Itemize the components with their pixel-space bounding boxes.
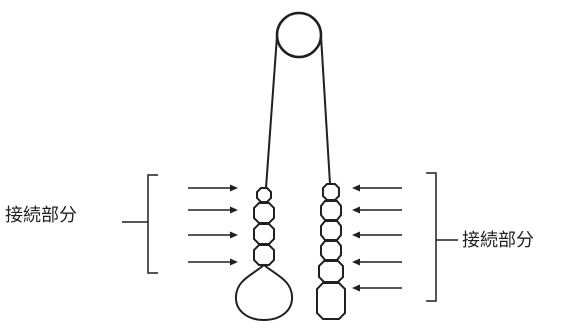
right-link-4 bbox=[320, 240, 342, 261]
left-arrow-1 bbox=[188, 184, 238, 192]
right-link-2 bbox=[320, 200, 342, 221]
left-bracket bbox=[147, 174, 158, 274]
left-arrow-2 bbox=[188, 206, 238, 214]
right-bracket bbox=[426, 172, 437, 302]
right-arrow-1 bbox=[352, 184, 402, 192]
connection-part-label-left: 接続部分 bbox=[5, 205, 77, 226]
right-arrow-2 bbox=[352, 206, 402, 214]
left-link-1 bbox=[256, 187, 272, 203]
left-strand bbox=[265, 35, 278, 189]
left-arrow-3 bbox=[188, 231, 238, 239]
left-loop bbox=[234, 263, 294, 322]
right-strand bbox=[320, 35, 331, 185]
right-link-1 bbox=[322, 183, 340, 201]
right-arrow-3 bbox=[352, 231, 402, 239]
right-arrows bbox=[352, 184, 402, 292]
left-link-3 bbox=[253, 223, 275, 245]
right-arrow-5 bbox=[352, 284, 402, 292]
right-chain bbox=[316, 183, 346, 320]
left-arrow-4 bbox=[188, 258, 238, 266]
right-link-5 bbox=[318, 260, 344, 283]
left-arrows bbox=[188, 184, 238, 266]
left-chain bbox=[234, 187, 294, 322]
connection-part-label-right: 接続部分 bbox=[462, 230, 534, 251]
right-arrow-4 bbox=[352, 258, 402, 266]
left-link-2 bbox=[253, 202, 275, 224]
left-link-4 bbox=[253, 244, 275, 266]
right-link-6 bbox=[316, 282, 346, 320]
right-link-3 bbox=[320, 220, 342, 241]
pulley-wheel bbox=[275, 11, 323, 59]
